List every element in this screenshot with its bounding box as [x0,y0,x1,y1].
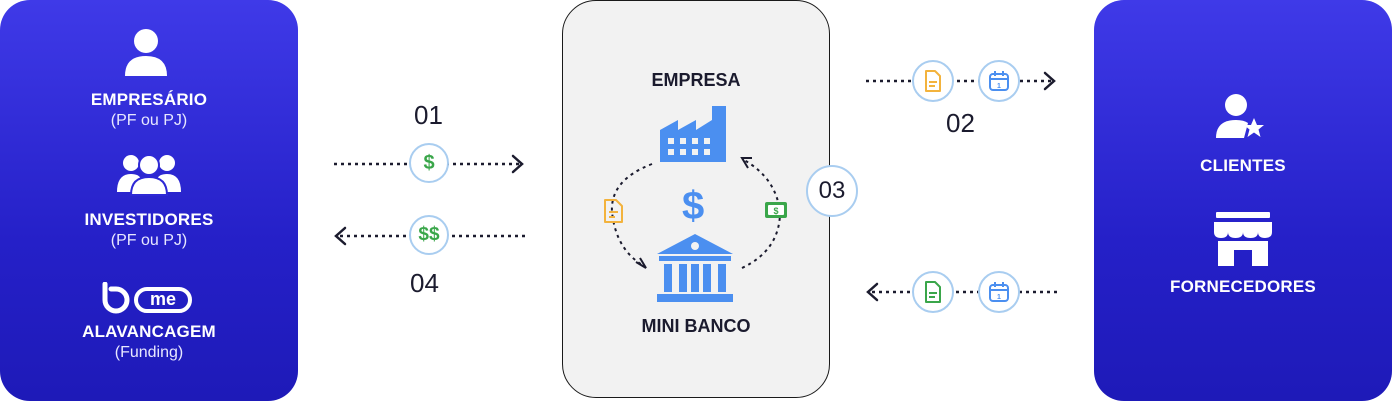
group-icon [117,154,181,196]
flow-number-01: 01 [414,100,443,130]
doc-circle-lower [912,271,954,313]
bme-logo-text: me [149,289,176,309]
document-icon [925,281,941,303]
flow-arrow-left-lower [866,282,1058,302]
calendar-circle-lower: 1 [978,271,1020,313]
flow-number-03-circle: 03 [806,165,858,217]
flow-number-02: 02 [946,108,975,138]
money-circle-01: $ [409,143,449,183]
store-icon [1214,212,1272,266]
calendar-icon: 1 [989,282,1009,302]
calendar-icon: 1 [989,71,1009,91]
svg-text:1: 1 [997,83,1001,90]
svg-text:$: $ [773,206,778,216]
alavancagem-label: ALAVANCAGEM [82,322,216,341]
double-dollar-icon: $$ [418,224,440,245]
document-icon [925,70,941,92]
bme-logo-b-icon [102,282,130,314]
dollar-icon: $ [423,151,435,174]
empresario-sub: (PF ou PJ) [110,112,188,129]
clientes-label: CLIENTES [1200,156,1286,175]
right-panel: CLIENTES FORNECEDORES [1094,0,1392,401]
flow-number-04: 04 [410,268,439,298]
document-icon [604,199,623,223]
banknote-icon: $ [765,202,787,218]
left-panel: EMPRESÁRIO (PF ou PJ) INVESTIDORES (PF o… [0,0,298,401]
flow-number-03: 03 [818,177,846,204]
cycle-arrows [610,157,782,269]
doc-circle-02 [912,60,954,102]
bank-icon [657,234,733,302]
person-icon [125,29,167,76]
factory-icon [660,106,726,162]
investidores-sub: (PF ou PJ) [110,232,188,249]
mini-banco-label: MINI BANCO [641,316,751,336]
svg-text:1: 1 [997,294,1001,301]
alavancagem-sub: (Funding) [114,344,184,361]
calendar-circle-02: 1 [978,60,1020,102]
money-circle-04: $$ [409,215,449,255]
bme-logo-pill: me [134,287,192,313]
empresa-label: EMPRESA [651,70,741,90]
center-dollar-icon: $ [682,184,705,228]
fornecedores-label: FORNECEDORES [1170,277,1316,296]
flow-arrow-right-02 [866,71,1056,91]
client-star-icon [1216,94,1264,138]
investidores-label: INVESTIDORES [84,210,214,229]
empresario-label: EMPRESÁRIO [90,90,208,109]
